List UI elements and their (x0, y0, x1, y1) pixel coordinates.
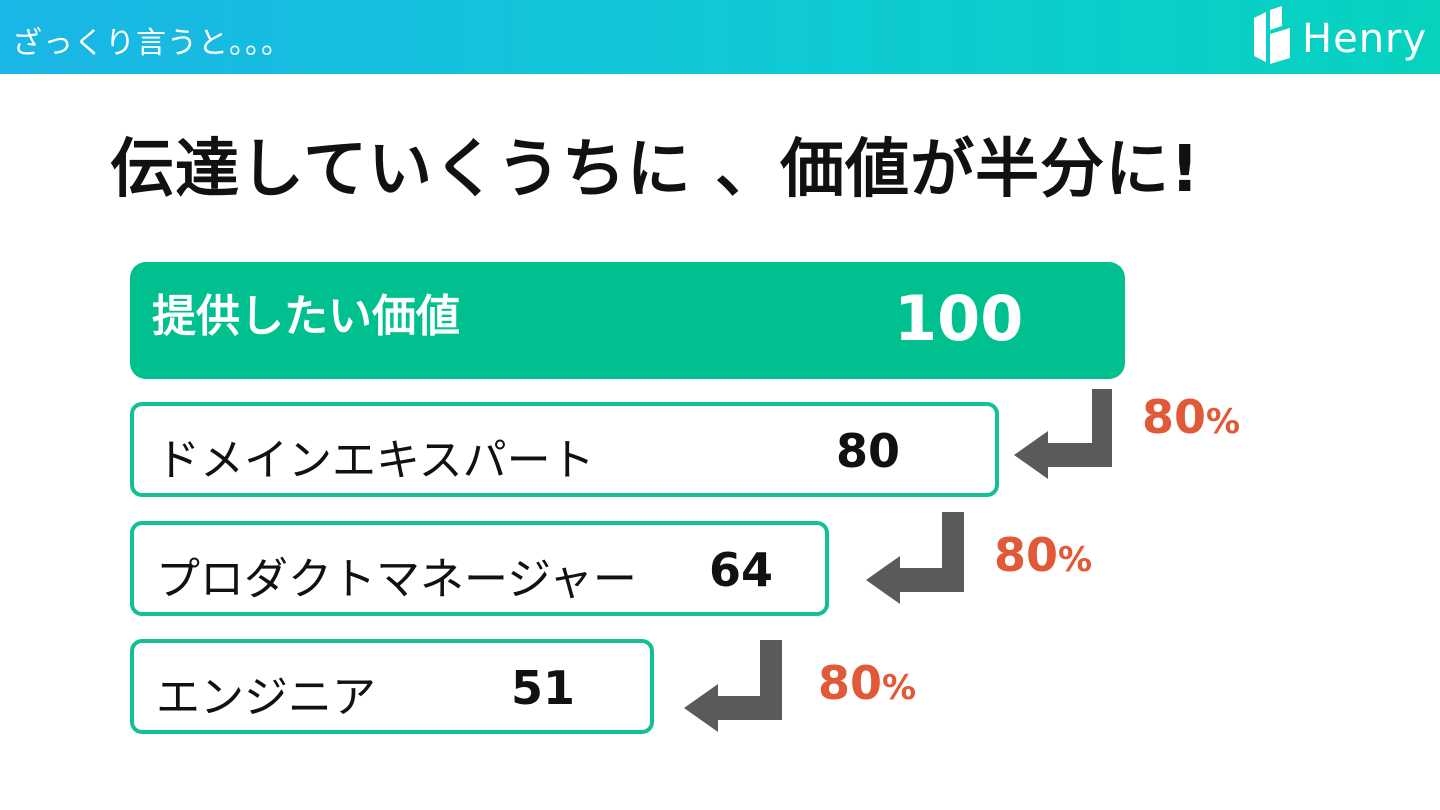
stage-value: 80 (836, 424, 901, 478)
stage-engineer: エンジニア 51 (130, 639, 654, 734)
henry-logo: Henry (1252, 6, 1432, 68)
return-arrow-icon (684, 640, 782, 732)
section-title: ざっくり言うと。。。 (12, 26, 292, 61)
percent-label: 80% (1142, 390, 1240, 444)
stage-product-manager: プロダクトマネージャー 64 (130, 521, 829, 616)
page-title: 伝達していくうちに 、価値が半分に! (110, 133, 1201, 207)
stage-domain-expert: ドメインエキスパート 80 (130, 402, 999, 497)
stage-value: 51 (511, 661, 576, 715)
stage-value: 64 (709, 543, 774, 597)
percent-number: 80 (1142, 390, 1207, 444)
stage-label: プロダクトマネージャー (156, 554, 637, 605)
stage-value: 100 (894, 282, 1024, 355)
henry-logo-icon (1254, 6, 1290, 64)
percent-label: 80% (818, 656, 916, 710)
logo-text: Henry (1302, 16, 1428, 62)
percent-unit: % (1058, 540, 1093, 580)
percent-unit: % (882, 668, 917, 708)
percent-number: 80 (818, 656, 883, 710)
stage-provided-value: 提供したい価値 100 (130, 262, 1125, 379)
return-arrow-icon (866, 512, 964, 604)
stage-label: ドメインエキスパート (156, 435, 595, 486)
percent-label: 80% (994, 528, 1092, 582)
header-bar: ざっくり言うと。。。 Henry (0, 0, 1440, 74)
stage-label: エンジニア (156, 672, 376, 723)
return-arrow-icon (1014, 389, 1112, 479)
percent-unit: % (1206, 402, 1241, 442)
stage-label: 提供したい価値 (152, 291, 460, 342)
percent-number: 80 (994, 528, 1059, 582)
